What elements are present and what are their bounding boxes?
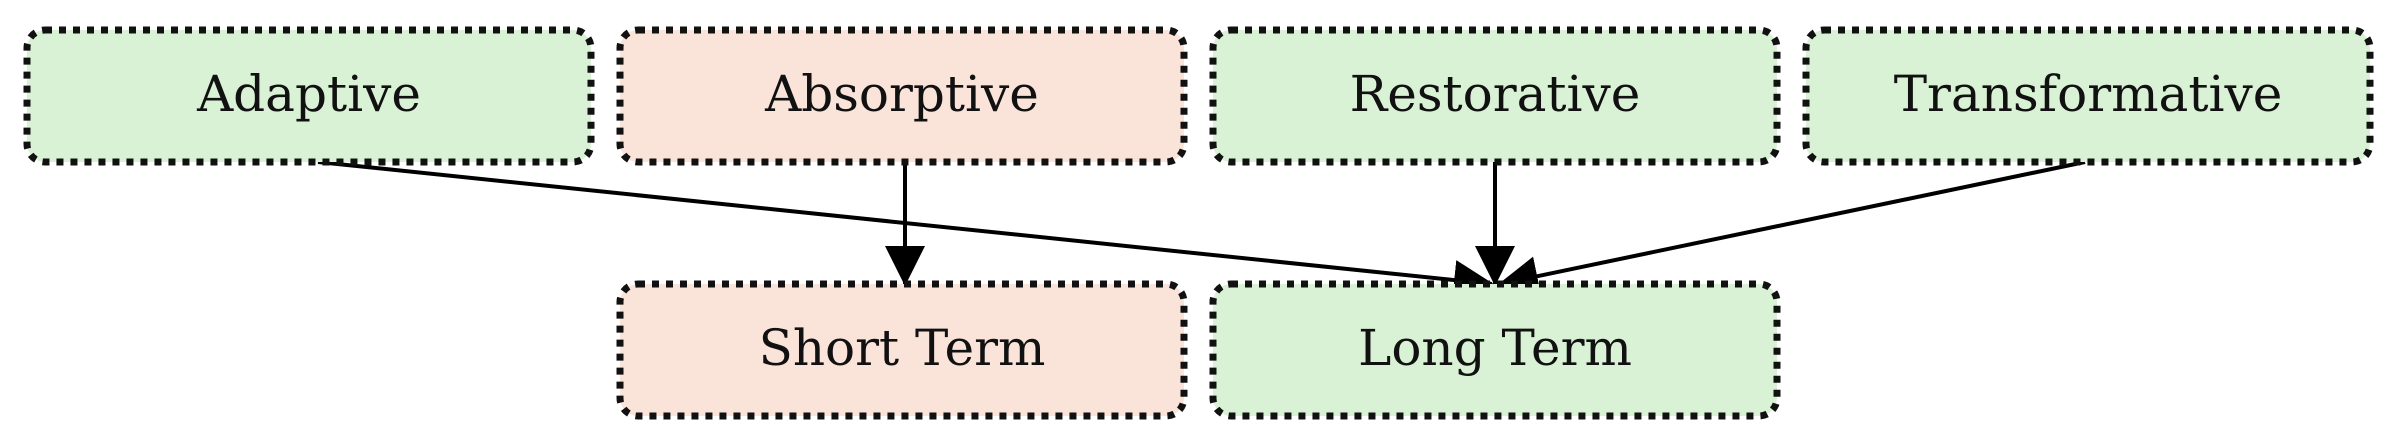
node-absorptive: Absorptive [616, 26, 1188, 166]
node-restorative-box [1209, 26, 1781, 166]
node-transformative-label: Transformative [1894, 65, 2283, 123]
node-long-term-box [1209, 280, 1781, 420]
node-transformative-box [1802, 26, 2374, 166]
node-transformative: Transformative [1802, 26, 2374, 166]
node-adaptive-box [23, 26, 595, 166]
node-short-term: Short Term [616, 280, 1188, 420]
node-short-term-label: Short Term [759, 319, 1046, 377]
node-restorative-label: Restorative [1350, 65, 1641, 123]
node-long-term: Long Term [1209, 280, 1781, 420]
node-adaptive: Adaptive [23, 26, 595, 166]
node-adaptive-label: Adaptive [196, 65, 421, 123]
node-absorptive-box [616, 26, 1188, 166]
edges-group [317, 160, 2086, 300]
node-absorptive-label: Absorptive [764, 65, 1039, 123]
node-short-term-box [616, 280, 1188, 420]
node-restorative: Restorative [1209, 26, 1781, 166]
node-long-term-label: Long Term [1358, 319, 1632, 377]
edge-transformative-to-long-term [1498, 160, 2086, 296]
